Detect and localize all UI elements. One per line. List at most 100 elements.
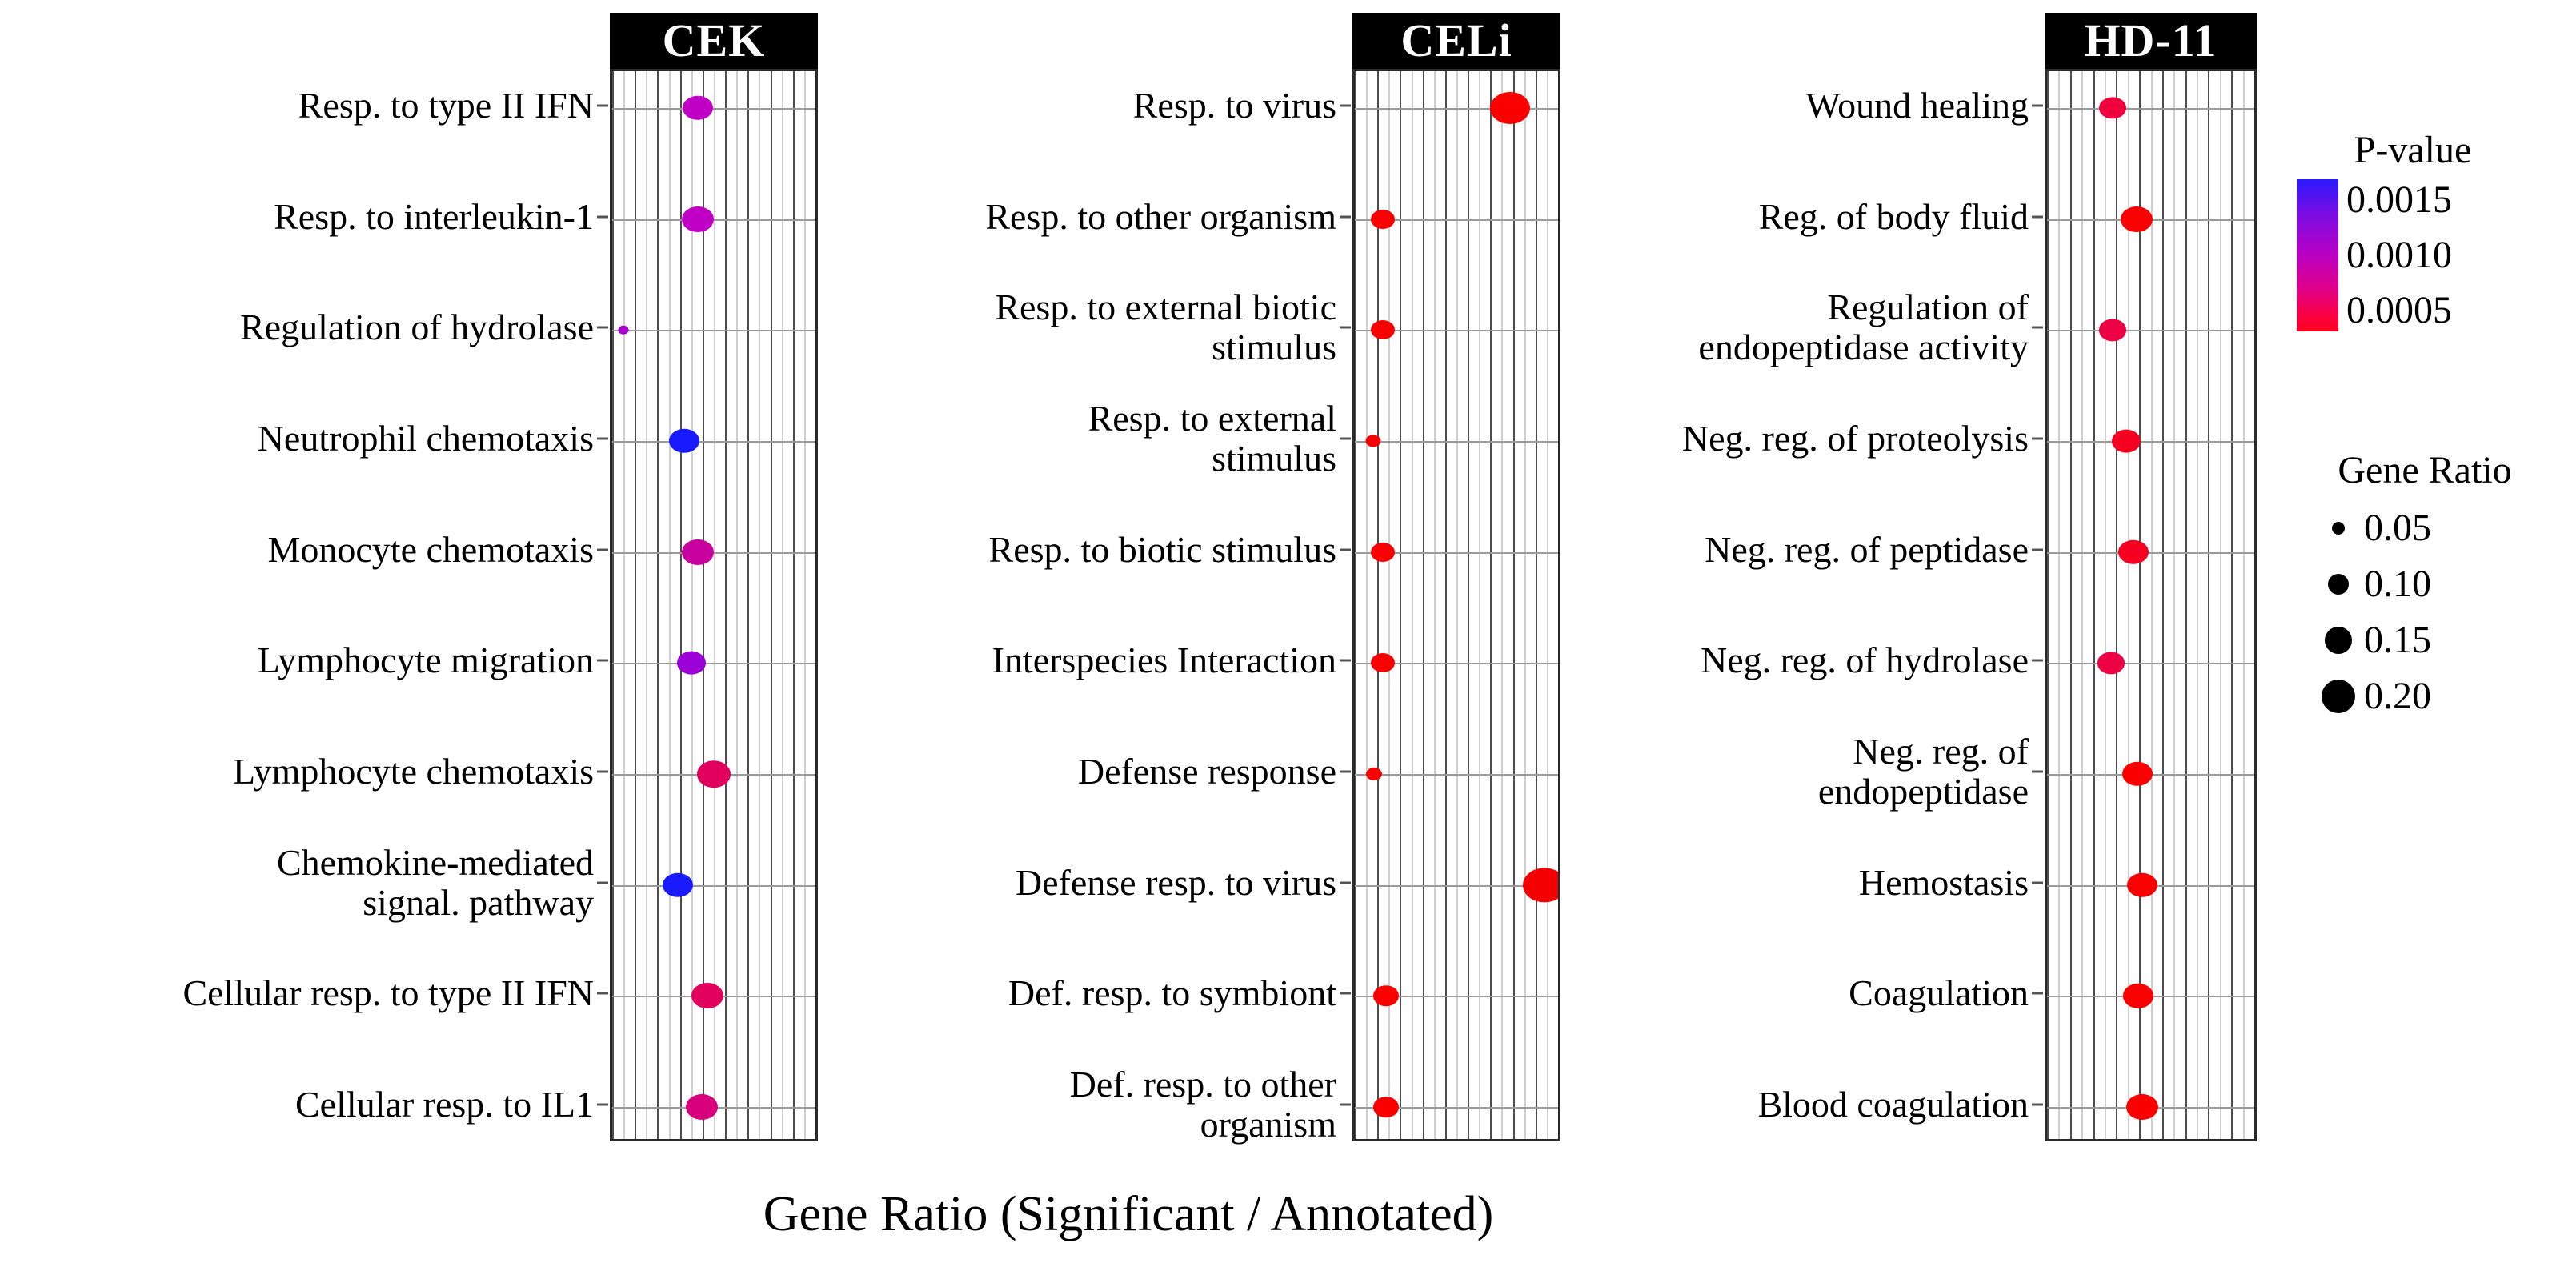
- gene-ratio-legend-dot-cell: [2313, 574, 2364, 595]
- pvalue-tick-0: 0.0015: [2346, 178, 2452, 221]
- gridline-vertical-major: [1535, 71, 1537, 1139]
- pvalue-tick-2: 0.0005: [2346, 289, 2452, 331]
- gridline-vertical-minor: [2197, 71, 2199, 1139]
- gridline-vertical-minor: [1411, 71, 1413, 1139]
- gridline-vertical-minor: [2127, 71, 2129, 1139]
- category-label: Neg. reg. of proteolysis: [1681, 418, 2029, 459]
- category-label: Neg. reg. of endopeptidase: [1817, 731, 2029, 812]
- y-axis-tick: [1340, 215, 1351, 219]
- gridline-vertical-major: [1512, 71, 1515, 1139]
- data-point: [1365, 435, 1381, 447]
- gridline-vertical-minor: [2242, 71, 2245, 1139]
- category-label: Neg. reg. of hydrolase: [1700, 639, 2029, 681]
- gridline-horizontal: [612, 663, 815, 665]
- gridline-vertical-major: [1422, 71, 1424, 1139]
- data-point: [2097, 652, 2125, 674]
- gridline-vertical-major: [1377, 71, 1380, 1139]
- data-point: [685, 1094, 718, 1120]
- data-point: [1373, 1097, 1400, 1117]
- data-point: [682, 539, 715, 565]
- gridline-vertical-minor: [1456, 71, 1458, 1139]
- y-axis-tick: [1340, 770, 1351, 773]
- data-point: [1370, 653, 1395, 673]
- gridline-vertical-major: [2116, 71, 2118, 1139]
- data-point: [662, 872, 693, 897]
- gridline-vertical-minor: [2104, 71, 2106, 1139]
- data-point: [2123, 984, 2154, 1008]
- y-axis-tick: [1340, 881, 1351, 884]
- gene-ratio-legend-title: Gene Ratio: [2338, 449, 2512, 491]
- gridline-vertical-major: [2093, 71, 2095, 1139]
- data-point: [1366, 768, 1383, 780]
- gene-ratio-legend-label: 0.15: [2364, 619, 2431, 661]
- data-point: [2099, 97, 2127, 119]
- gridline-vertical-major: [2047, 71, 2049, 1139]
- gridline-horizontal: [2047, 330, 2254, 332]
- gridline-horizontal: [1355, 774, 1558, 776]
- plot-area-celi: [1352, 69, 1560, 1141]
- gene-ratio-legend-item: 0.20: [2313, 672, 2431, 720]
- gene-ratio-legend-label: 0.10: [2364, 563, 2431, 605]
- gridline-vertical-major: [792, 71, 795, 1139]
- gridline-vertical-minor: [2219, 71, 2221, 1139]
- gridline-vertical-major: [1444, 71, 1447, 1139]
- gridline-vertical-major: [612, 71, 614, 1139]
- category-label: Blood coagulation: [1757, 1084, 2029, 1125]
- y-axis-tick: [2032, 881, 2043, 884]
- category-label: Cellular resp. to IL1: [294, 1084, 594, 1125]
- gridline-horizontal: [1355, 219, 1558, 221]
- y-axis-tick: [1340, 437, 1351, 440]
- category-label: Resp. to other organism: [985, 195, 1336, 237]
- gridline-vertical-major: [815, 71, 817, 1139]
- plot-area-hd11: [2045, 69, 2257, 1141]
- gridline-horizontal: [1355, 884, 1558, 887]
- category-label: Def. resp. to other organism: [1069, 1064, 1336, 1145]
- gridline-vertical-minor: [803, 71, 806, 1139]
- y-axis-tick: [1340, 992, 1351, 995]
- y-axis-tick: [597, 770, 608, 773]
- category-label: Lymphocyte chemotaxis: [233, 751, 594, 792]
- y-axis-tick: [597, 659, 608, 662]
- gridline-horizontal: [612, 441, 815, 443]
- data-point: [697, 760, 731, 788]
- category-label: Wound healing: [1805, 85, 2029, 126]
- gridline-vertical-minor: [1501, 71, 1504, 1139]
- gridline-vertical-major: [1490, 71, 1492, 1139]
- gridline-vertical-major: [2069, 71, 2072, 1139]
- gridline-vertical-major: [2161, 71, 2164, 1139]
- data-point: [682, 206, 715, 232]
- gridline-horizontal: [612, 884, 815, 887]
- gridline-horizontal: [1355, 330, 1558, 332]
- gridline-horizontal: [1355, 551, 1558, 554]
- category-label: Resp. to virus: [1132, 85, 1336, 126]
- category-label: Chemokine-mediated signal. pathway: [277, 841, 594, 923]
- data-point: [683, 95, 714, 121]
- pvalue-colorbar-wrap: 0.0015 0.0010 0.0005: [2297, 179, 2569, 331]
- data-point: [1489, 92, 1530, 124]
- gridline-vertical-minor: [1479, 71, 1481, 1139]
- gene-ratio-legend-dot-cell: [2313, 522, 2364, 535]
- gridline-vertical-minor: [759, 71, 761, 1139]
- data-point: [2120, 206, 2153, 232]
- pvalue-legend-title: P-value: [2354, 129, 2472, 171]
- gridline-vertical-minor: [714, 71, 715, 1139]
- gridline-vertical-major: [725, 71, 727, 1139]
- category-label: Reg. of body fluid: [1758, 195, 2029, 237]
- gene-ratio-legend-label: 0.05: [2364, 507, 2431, 549]
- y-axis-tick: [2032, 992, 2043, 995]
- y-axis-tick: [2032, 326, 2043, 329]
- panel-title-hd11: HD-11: [2045, 13, 2257, 69]
- gridline-horizontal: [1355, 1107, 1558, 1109]
- gridline-vertical-minor: [781, 71, 783, 1139]
- y-axis-tick: [2032, 437, 2043, 440]
- y-axis-tick: [1340, 548, 1351, 551]
- category-label: Hemostasis: [1858, 861, 2029, 903]
- data-point: [677, 651, 707, 675]
- y-axis-tick: [2032, 104, 2043, 107]
- gridline-horizontal: [2047, 108, 2254, 110]
- data-point: [2111, 429, 2141, 453]
- y-axis-tick: [597, 215, 608, 219]
- gridline-vertical-major: [657, 71, 659, 1139]
- gene-ratio-legend-dot-cell: [2313, 627, 2364, 654]
